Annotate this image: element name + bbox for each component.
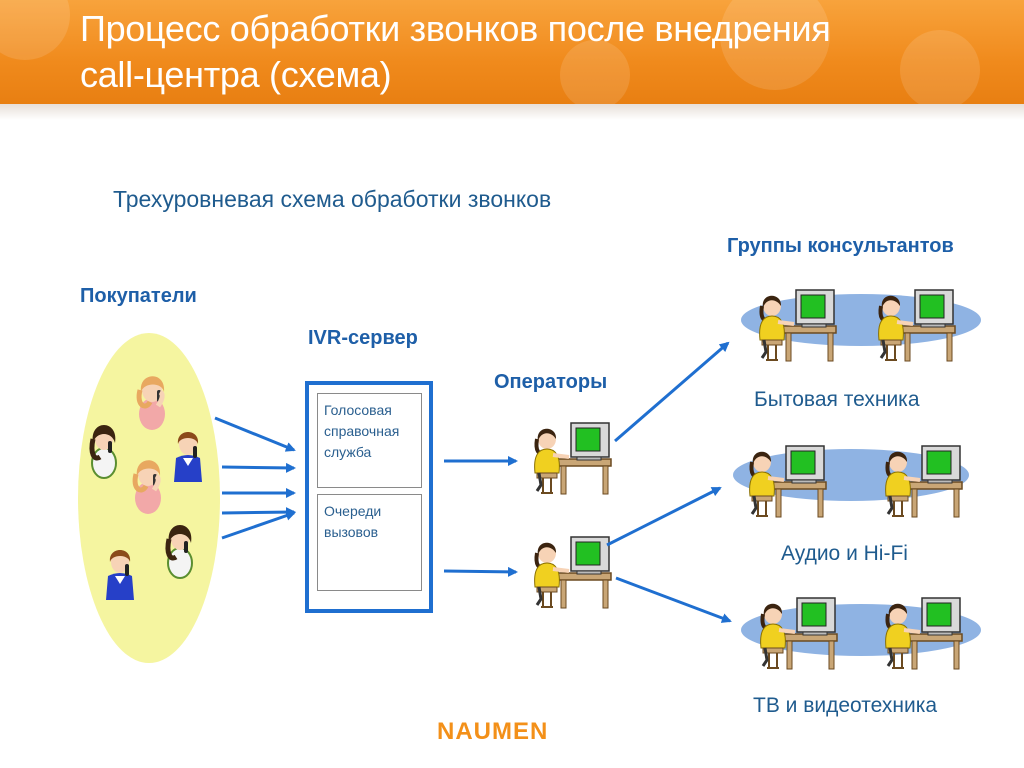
group-name-audio: Аудио и Hi-Fi — [781, 542, 908, 565]
operator-workstation-icon — [532, 535, 613, 610]
consultant-workstation-icon — [883, 444, 964, 519]
arrow-customer-to-ivr — [221, 507, 296, 518]
arrow-operator-to-group — [615, 576, 732, 623]
arrow-operator-to-group — [606, 486, 722, 547]
logo-wordmark: NAUMEN — [437, 718, 549, 745]
customer-person-icon — [168, 525, 192, 578]
consultant-workstation-icon — [876, 288, 957, 363]
arrow-customer-to-ivr — [214, 416, 296, 452]
ivr-label: IVR-сервер — [308, 327, 418, 349]
header-bar: Процесс обработки звонков после внедрени… — [0, 0, 1024, 104]
ivr-server-box: Голосовая справочная служба Очереди вызо… — [305, 381, 433, 613]
voice-service-box: Голосовая справочная служба — [317, 393, 422, 488]
header-decoration — [900, 30, 980, 104]
consultant-workstation-icon — [757, 288, 838, 363]
arrow-ivr-to-operator — [443, 566, 518, 577]
group-name-tv: ТВ и видеотехника — [753, 694, 938, 717]
arrow-operator-to-group — [614, 341, 730, 443]
arrow-customer-to-ivr — [221, 510, 296, 540]
arrow-customer-to-ivr — [221, 462, 296, 473]
title-line-2: call-центра (схема) — [80, 54, 392, 95]
diagram-subtitle: Трехуровневая схема обработки звонков — [113, 186, 552, 212]
group-name-household: Бытовая техника — [754, 388, 920, 411]
operator-workstation-icon — [532, 421, 613, 496]
buyers-label: Покупатели — [80, 285, 197, 307]
page-title: Процесс обработки звонков после внедрени… — [80, 6, 831, 98]
title-line-1: Процесс обработки звонков после внедрени… — [80, 8, 831, 49]
header-decoration — [720, 0, 830, 90]
consultant-workstation-icon — [758, 596, 839, 671]
consultant-workstation-icon — [883, 596, 964, 671]
operators-label: Операторы — [494, 371, 608, 393]
consultant-workstation-icon — [747, 444, 828, 519]
naumen-logo: NAUMEN — [437, 718, 587, 754]
call-queues-box: Очереди вызовов — [317, 494, 422, 591]
customer-person-icon — [135, 460, 161, 514]
customer-person-icon — [139, 376, 165, 430]
groups-label: Группы консультантов — [727, 235, 954, 257]
customer-person-icon — [92, 425, 116, 478]
header-shadow — [0, 104, 1024, 120]
header-decoration — [560, 40, 630, 104]
